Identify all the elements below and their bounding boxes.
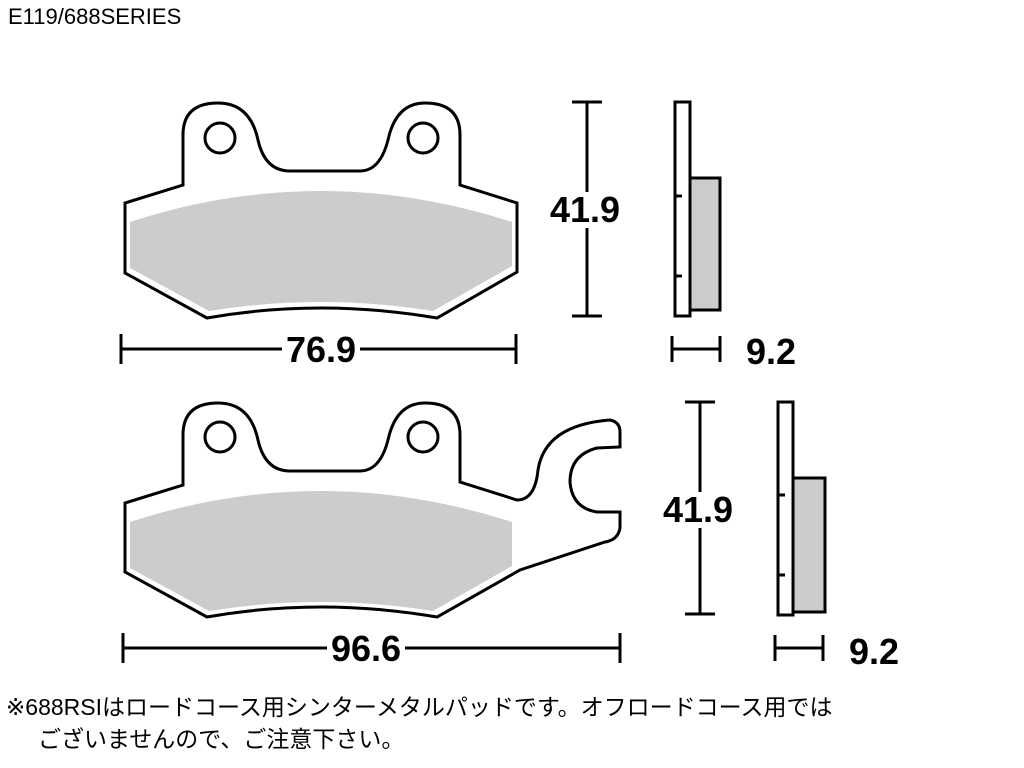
pad-1-side-view	[673, 100, 722, 318]
pad-2-mount-hole-right	[406, 420, 440, 454]
pad-1-height-label: 41.9	[546, 192, 625, 228]
pad-2-height-label: 41.9	[659, 492, 738, 528]
pad-1-mount-hole-right	[406, 121, 440, 155]
pad-1-thickness-label: 9.2	[742, 334, 801, 370]
series-title: E119/688SERIES	[8, 4, 182, 29]
pad-2-thickness-label: 9.2	[845, 634, 904, 670]
pad-1-front-view	[123, 101, 519, 320]
pad-2-side-view	[776, 400, 827, 617]
pad-1-friction-material	[130, 191, 512, 311]
pad-1-mount-hole-left	[203, 121, 237, 155]
pad-2-width-label: 96.6	[327, 631, 406, 667]
pad-2-mount-hole-left	[203, 420, 237, 454]
note-line-2: ございませんので、ご注意下さい。	[38, 726, 405, 752]
pad-2-outline	[123, 401, 622, 619]
pad-2-front-view	[123, 401, 622, 619]
pad-1-width-label: 76.9	[282, 332, 361, 368]
pad-1-outline	[123, 101, 519, 320]
pad-2-friction-material	[130, 491, 512, 611]
note-line-1: ※688RSIはロードコース用シンターメタルパッドです。オフロードコース用では	[6, 694, 833, 720]
